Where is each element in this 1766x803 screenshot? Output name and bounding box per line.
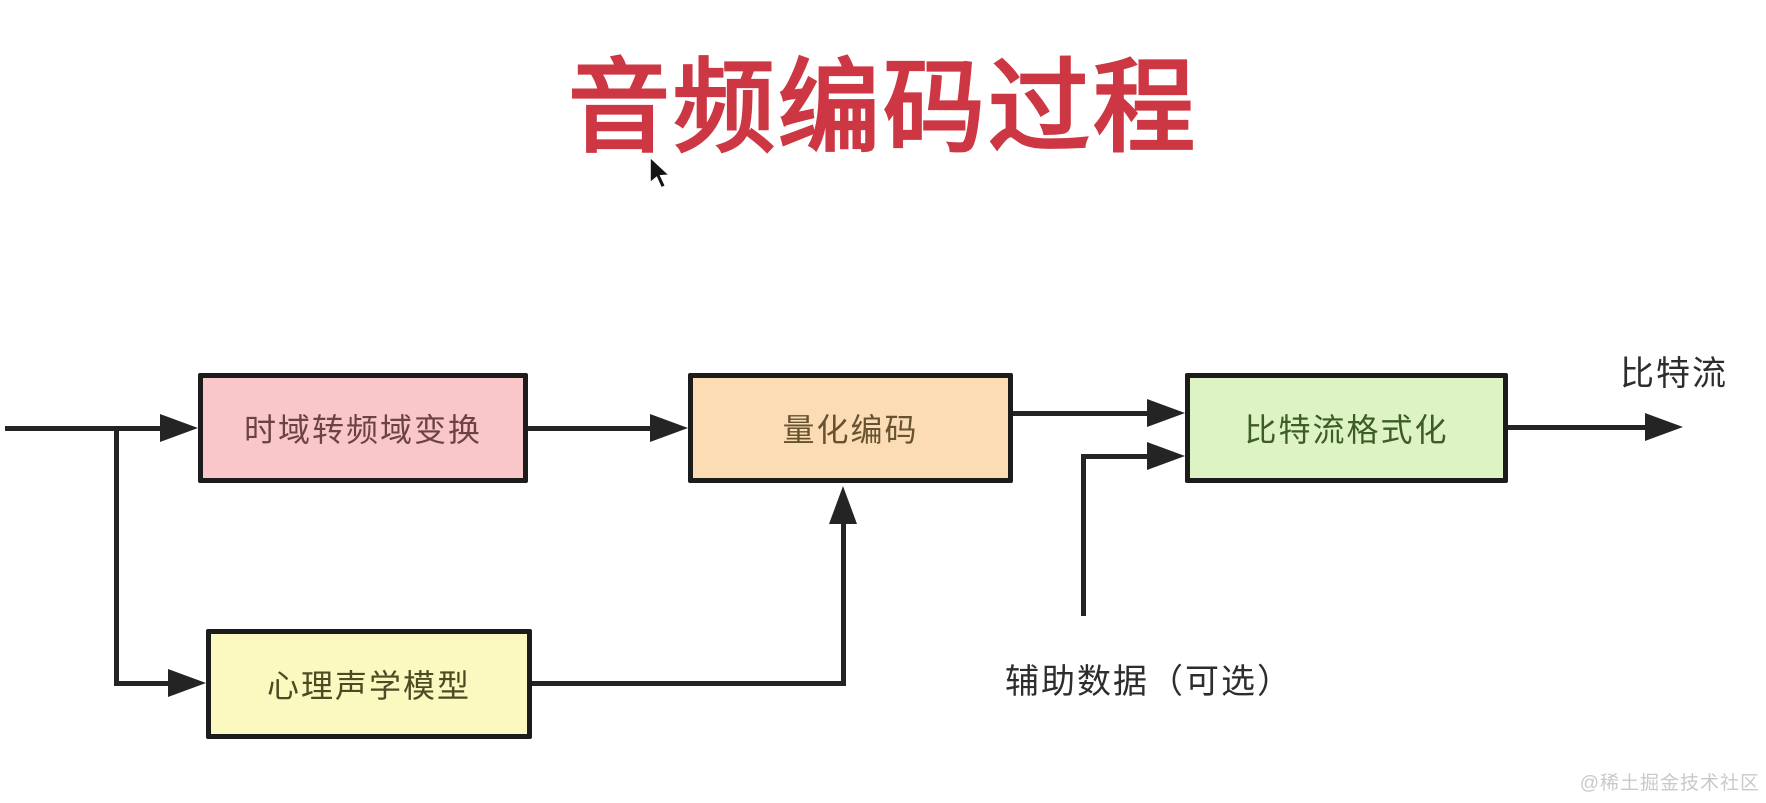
edge-psycho-horizontal [532, 681, 846, 686]
output-bitstream-label: 比特流 [1620, 355, 1728, 393]
edge-aux-vertical [1081, 454, 1086, 616]
node-psychoacoustic-model: 心理声学模型 [206, 629, 532, 739]
arrowhead-branch-psycho [168, 669, 206, 697]
arrowhead-input-transform [160, 414, 198, 442]
arrowhead-transform-quantize [650, 414, 688, 442]
node-time-to-frequency-transform: 时域转频域变换 [198, 373, 528, 483]
node-label: 比特流格式化 [1244, 412, 1449, 448]
edge-branch-to-psycho [114, 681, 170, 686]
edge-format-to-output [1508, 425, 1648, 430]
mouse-cursor-icon [648, 155, 675, 197]
auxiliary-data-label: 辅助数据（可选） [1005, 663, 1293, 701]
node-label: 时域转频域变换 [243, 412, 482, 448]
arrowhead-aux-format [1147, 442, 1185, 470]
edge-psycho-vertical [841, 521, 846, 686]
arrowhead-psycho-quantize [829, 486, 857, 524]
page-title: 音频编码过程 [568, 51, 1198, 165]
edge-aux-to-format [1081, 454, 1149, 459]
edge-branch-down [114, 426, 119, 686]
arrowhead-quantize-format [1147, 399, 1185, 427]
edge-transform-to-quantize [528, 426, 653, 431]
arrowhead-format-output [1645, 413, 1683, 441]
node-label: 量化编码 [782, 412, 919, 448]
node-bitstream-formatting: 比特流格式化 [1185, 373, 1508, 483]
node-quantization-encoding: 量化编码 [688, 373, 1013, 483]
edge-input-to-transform [5, 426, 165, 431]
watermark: @稀土掘金技术社区 [1579, 773, 1760, 794]
edge-quantize-to-format [1013, 411, 1150, 416]
node-label: 心理声学模型 [266, 668, 471, 704]
